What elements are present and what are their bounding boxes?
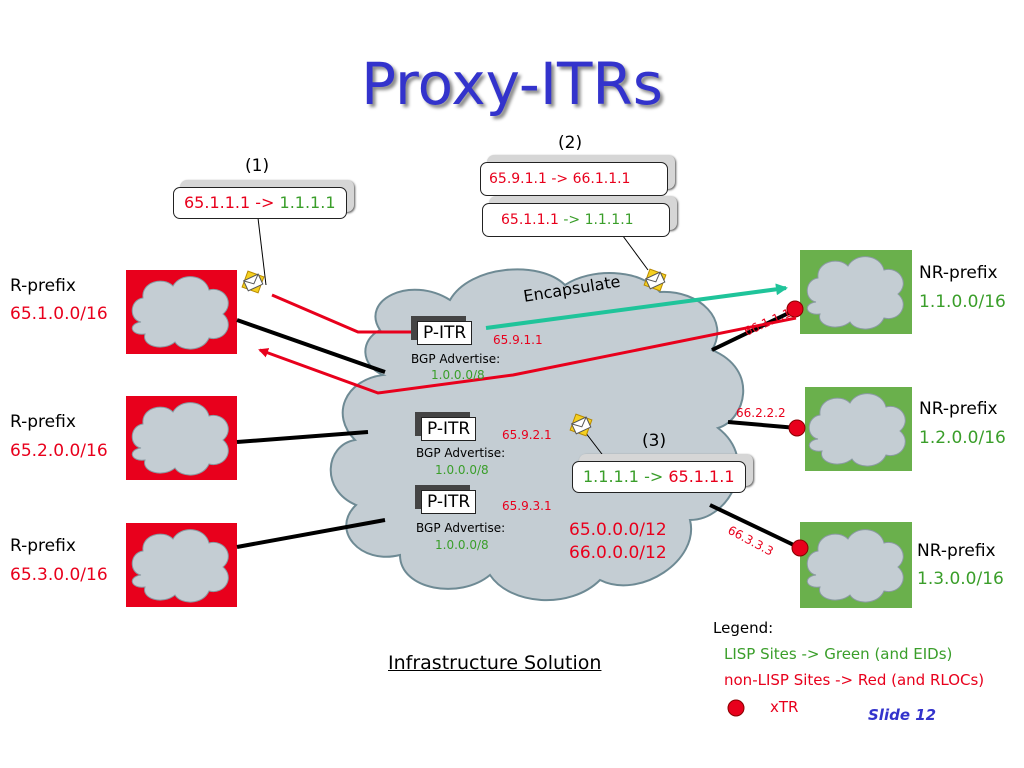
packet-step-1: 65.1.1.1 -> 1.1.1.1 — [173, 187, 347, 219]
pitr-2-box: P-ITR — [421, 417, 477, 441]
infrastructure-solution-caption: Infrastructure Solution — [388, 652, 602, 674]
slide-title: Proxy-ITRs — [361, 50, 663, 118]
flow-return — [258, 316, 797, 395]
pitr-3-address: 65.9.3.1 — [502, 499, 552, 513]
site-r1-label: R-prefix — [10, 276, 76, 296]
link-nr1 — [711, 308, 796, 352]
envelope-icon — [241, 270, 265, 294]
site-r3-label: R-prefix — [10, 536, 76, 556]
site-nr2-label: NR-prefix — [919, 399, 998, 419]
site-nr2-prefix: 1.2.0.0/16 — [919, 428, 1006, 448]
site-nr3-label: NR-prefix — [917, 541, 996, 561]
step-2-label: (2) — [558, 133, 583, 153]
pitr-2-advertise-prefix: 1.0.0.0/8 — [435, 463, 489, 477]
packet-2-outer: 65.9.1.1 -> 66.1.1.1 — [489, 171, 631, 187]
legend-xtr: xTR — [770, 698, 799, 716]
site-nr1-prefix: 1.1.0.0/16 — [919, 292, 1006, 312]
packet-step-2-outer: 65.9.1.1 -> 66.1.1.1 — [480, 162, 668, 196]
packet-step-2-inner: 65.1.1.1 -> 1.1.1.1 — [482, 203, 670, 237]
site-r1-prefix: 65.1.0.0/16 — [10, 304, 108, 324]
xtr-nr3 — [791, 539, 809, 557]
site-r2-label: R-prefix — [10, 412, 76, 432]
step-3-label: (3) — [642, 431, 667, 451]
slide-number: Slide 12 — [868, 706, 937, 724]
envelope-icon — [643, 268, 667, 292]
packet-3-dst: 65.1.1.1 — [668, 467, 735, 486]
site-nr1-label: NR-prefix — [919, 263, 998, 283]
pitr-1-advertise-label: BGP Advertise: — [411, 352, 501, 366]
link-r1 — [236, 318, 386, 374]
packet-1-src: 65.1.1.1 -> — [184, 193, 275, 212]
legend-lisp: LISP Sites -> Green (and EIDs) — [724, 645, 953, 663]
legend-title: Legend: — [713, 619, 774, 637]
packet-2-inner-src: 65.1.1.1 — [501, 212, 559, 228]
pitr-1-box: P-ITR — [417, 321, 473, 345]
site-nr3-prefix: 1.3.0.0/16 — [917, 569, 1004, 589]
core-prefix-1: 65.0.0.0/12 — [569, 520, 667, 540]
site-r3-prefix: 65.3.0.0/16 — [10, 565, 108, 585]
pitr-2-address: 65.9.2.1 — [502, 428, 552, 442]
pitr-3-advertise-prefix: 1.0.0.0/8 — [435, 538, 489, 552]
packet-3-src: 1.1.1.1 -> — [583, 467, 664, 486]
flow-to-pitr — [271, 293, 422, 337]
legend-non-lisp: non-LISP Sites -> Red (and RLOCs) — [724, 671, 985, 689]
pitr-1-advertise-prefix: 1.0.0.0/8 — [431, 368, 485, 382]
step-1-label: (1) — [245, 156, 270, 176]
link-r3 — [236, 518, 386, 549]
packet-step-3: 1.1.1.1 -> 65.1.1.1 — [572, 461, 746, 493]
link-nr2 — [727, 420, 798, 430]
link-nr3 — [709, 503, 801, 550]
site-r2-prefix: 65.2.0.0/16 — [10, 441, 108, 461]
packet-1-dst: 1.1.1.1 — [279, 193, 336, 212]
pitr-3-box: P-ITR — [421, 490, 477, 514]
pitr-3-advertise-label: BGP Advertise: — [416, 521, 506, 535]
xtr-nr2 — [788, 419, 806, 437]
link-r2 — [236, 430, 369, 444]
rloc-nr2: 66.2.2.2 — [736, 406, 786, 420]
core-network-cloud — [329, 268, 745, 601]
packet-2-inner-dst: -> 1.1.1.1 — [563, 212, 634, 228]
envelope-icon — [569, 413, 593, 437]
core-prefix-2: 66.0.0.0/12 — [569, 543, 667, 563]
legend-xtr-dot — [727, 699, 745, 717]
pitr-2-advertise-label: BGP Advertise: — [416, 446, 506, 460]
pitr-1-address: 65.9.1.1 — [493, 333, 543, 347]
encapsulate-arrow — [485, 283, 788, 330]
